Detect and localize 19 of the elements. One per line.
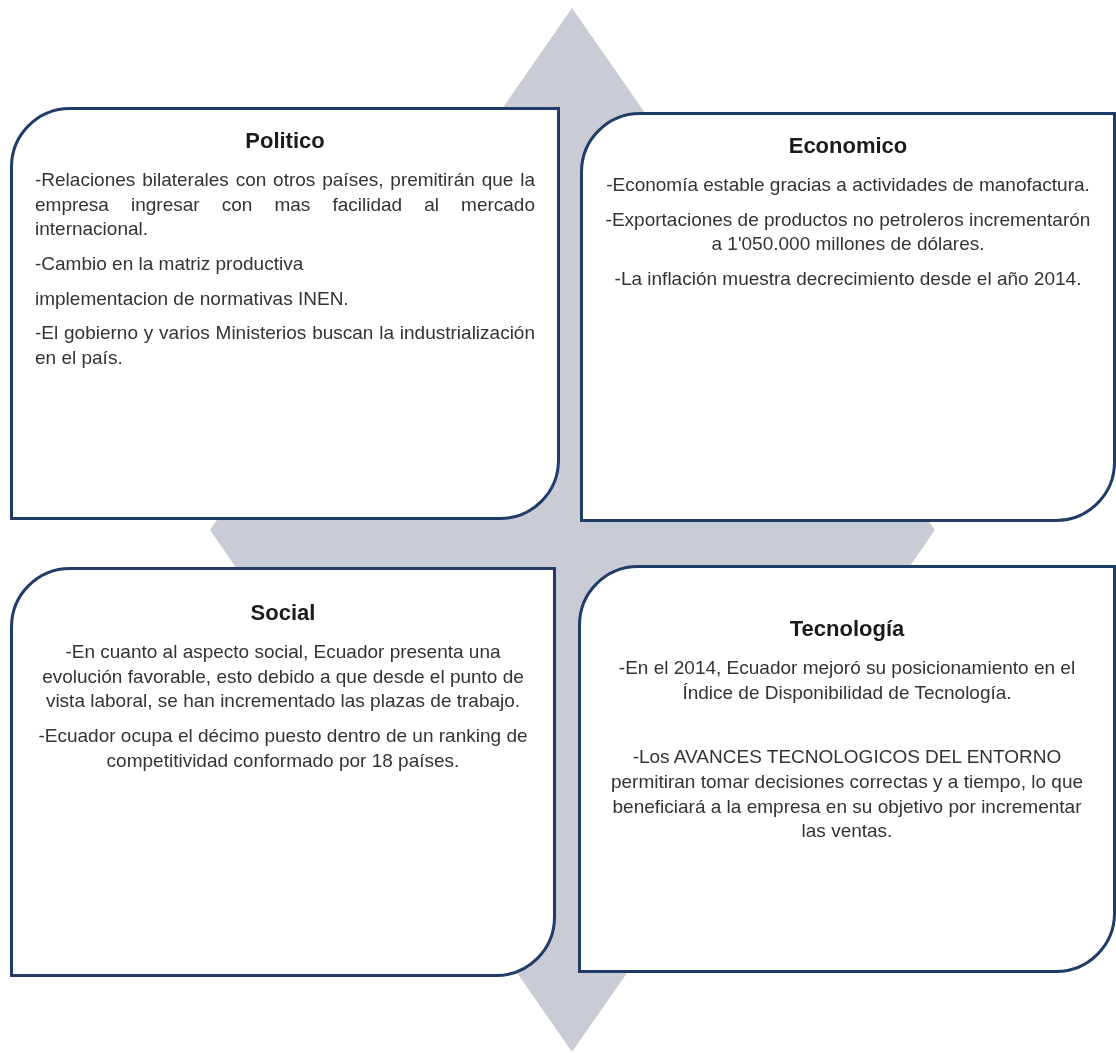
paragraph: -Cambio en la matriz productiva [35,252,305,277]
paragraph: -Economía estable gracias a actividades de manofactura. [605,173,1091,197]
text-card [10,107,560,520]
paragraph: -En cuanto al aspecto social, Ecuador presenta una evolución favorable, esto debido a que desde el punto de vista laboral, se han incrementado las plazas de trabajo. [41,640,525,714]
card-title: Tecnología [788,616,906,642]
paragraph: -Relaciones bilaterales con otros países, premitirán que la empresa ingresar con mas facilidad al mercado internacional. [35,168,535,242]
card-title: Economico [787,133,909,159]
text-card [10,567,556,977]
paragraph: -La inflación muestra decrecimiento desde el año 2014. [613,267,1083,292]
card-title: Politico [244,128,326,154]
paragraph: -Los AVANCES TECNOLOGICOS DEL ENTORNO permitiran tomar decisiones correctas y a tiempo, lo que beneficiará a la empresa en su objetivo por incrementar las ventas. [609,745,1084,844]
paragraph: -Ecuador ocupa el décimo puesto dentro de un ranking de competitividad conformado por 18 países. [37,724,529,773]
card-title: Social [249,600,317,626]
paragraph: implementacion de normativas INEN. [35,286,350,311]
paragraph: -Exportaciones de productos no petroleros incrementarón a 1'050.000 millones de dólares. [605,207,1091,257]
text-card [578,565,1116,973]
paragraph: -El gobierno y varios Ministerios buscan la industrialización en el país. [35,321,535,371]
paragraph: -En el 2014, Ecuador mejoró su posicionamiento en el Índice de Disponibilidad de Tecnología. [617,656,1077,705]
text-card [580,112,1116,522]
